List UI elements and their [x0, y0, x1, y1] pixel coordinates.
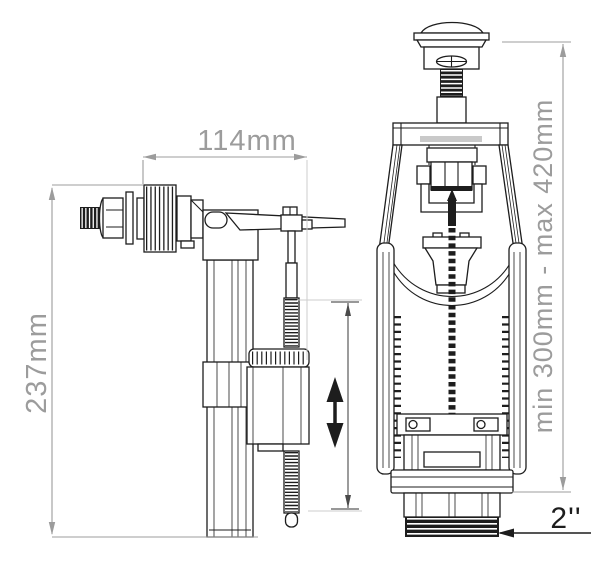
button-thread-rod: [436, 69, 467, 124]
flush-valve-figure: [376, 21, 527, 537]
outlet-neck: [403, 492, 501, 518]
dimension-label-2in: 2'': [550, 502, 581, 535]
frame-legs: [378, 144, 524, 251]
dimension-outlet-thread: 2'': [498, 502, 591, 538]
dimension-width-top: 114mm: [142, 125, 308, 360]
ribbed-lock-nut: [143, 184, 177, 253]
dimension-adjust-range: [297, 299, 362, 512]
frame-top-bar: [392, 122, 509, 146]
overflow-funnel: [422, 232, 482, 294]
fill-valve-figure: [80, 184, 346, 538]
locking-bar: [396, 413, 508, 436]
washer-plate: [136, 197, 145, 240]
dimension-label-min-max: min 300mm - max 420mm: [528, 99, 558, 434]
push-button: [413, 21, 490, 70]
dimension-label-237mm: 237mm: [21, 312, 53, 414]
adjustability-double-arrow-icon: [326, 377, 344, 448]
dimension-label-114mm: 114mm: [197, 125, 297, 157]
outlet-thread: [405, 517, 499, 537]
fill-valve-clamp: [202, 361, 255, 408]
dimension-height-left: 237mm: [21, 184, 258, 538]
float-rod: [283, 230, 300, 348]
valve-coupling: [176, 195, 204, 249]
outer-shell: [376, 242, 527, 475]
float-rod-lower: [283, 450, 300, 528]
inlet-nut: [98, 197, 124, 239]
shell-shoulder-curve: [392, 261, 512, 298]
dimension-height-right: min 300mm - max 420mm: [502, 41, 571, 493]
latch-mechanism: [416, 145, 487, 213]
washer-plate: [125, 191, 134, 245]
valve-base: [403, 434, 501, 471]
float-cylinder: [246, 348, 310, 452]
base-flange: [390, 469, 514, 494]
inlet-thread: [80, 207, 103, 229]
